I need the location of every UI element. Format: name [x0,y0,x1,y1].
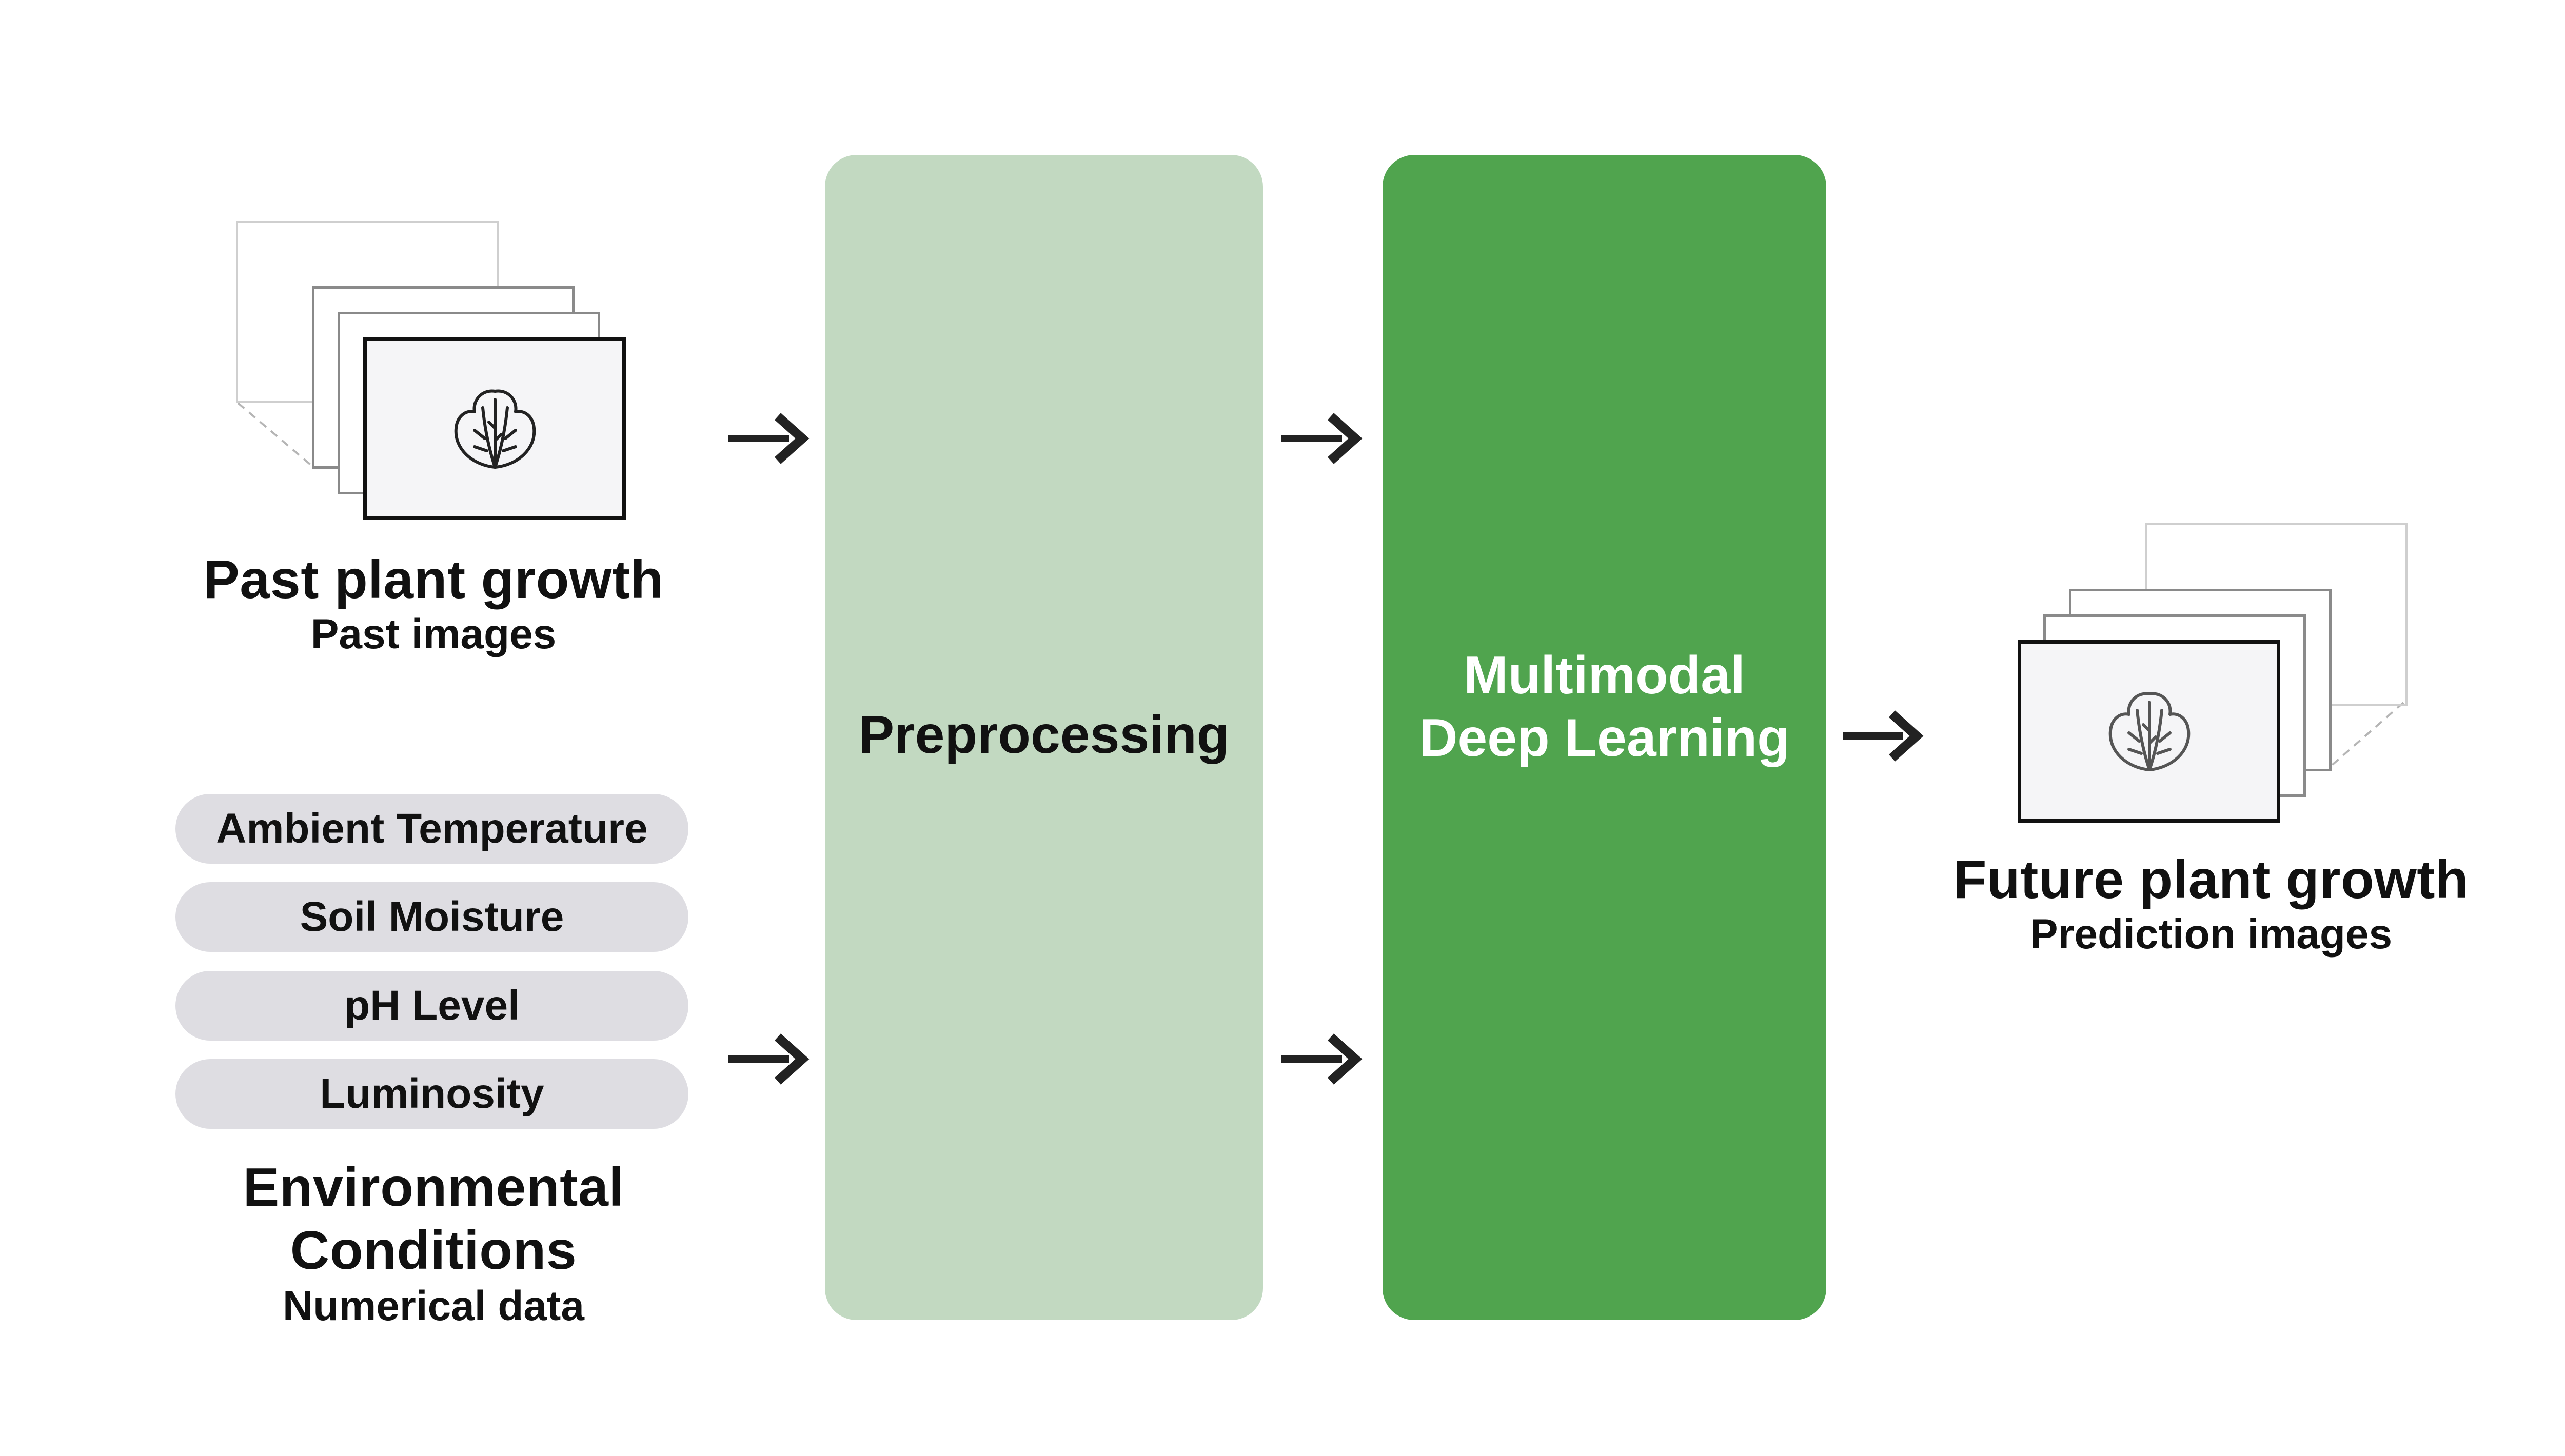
arrow-right-icon [1281,1033,1363,1085]
condition-pill-luminosity: Luminosity [175,1059,688,1129]
environment-title-line2: Conditions [290,1220,577,1281]
stack-perspective-lines [2329,702,2404,768]
image-frame-front [363,337,626,520]
preprocessing-block: Preprocessing [825,155,1263,1320]
past-images-stack [236,221,657,538]
arrow-right-icon [728,1033,810,1085]
condition-pill-soil-moisture: Soil Moisture [175,882,688,952]
preprocessing-label: Preprocessing [858,705,1230,765]
lettuce-icon [2108,692,2191,771]
model-label-line2: Deep Learning [1419,708,1790,768]
prediction-images-stack [2014,523,2424,841]
stack-perspective-lines [237,402,314,468]
model-label: Multimodal Deep Learning [1419,644,1789,769]
lettuce-icon [454,389,536,469]
arrow-right-icon [1281,413,1363,464]
condition-pill-ph-level: pH Level [175,971,688,1041]
arrow-right-icon [728,413,810,464]
multimodal-deep-learning-block: Multimodal Deep Learning [1383,155,1826,1320]
environment-title-line1: Environmental [243,1157,624,1218]
environment-subtitle: Numerical data [283,1283,584,1329]
arrow-right-icon [1843,710,1924,762]
image-frame-front [2018,640,2280,823]
past-growth-subtitle: Past images [310,611,557,657]
model-label-line1: Multimodal [1464,646,1745,705]
future-growth-subtitle: Prediction images [2029,911,2393,958]
past-growth-title: Past plant growth [203,549,664,610]
future-growth-title: Future plant growth [1953,849,2469,910]
condition-pill-ambient-temperature: Ambient Temperature [175,794,688,864]
